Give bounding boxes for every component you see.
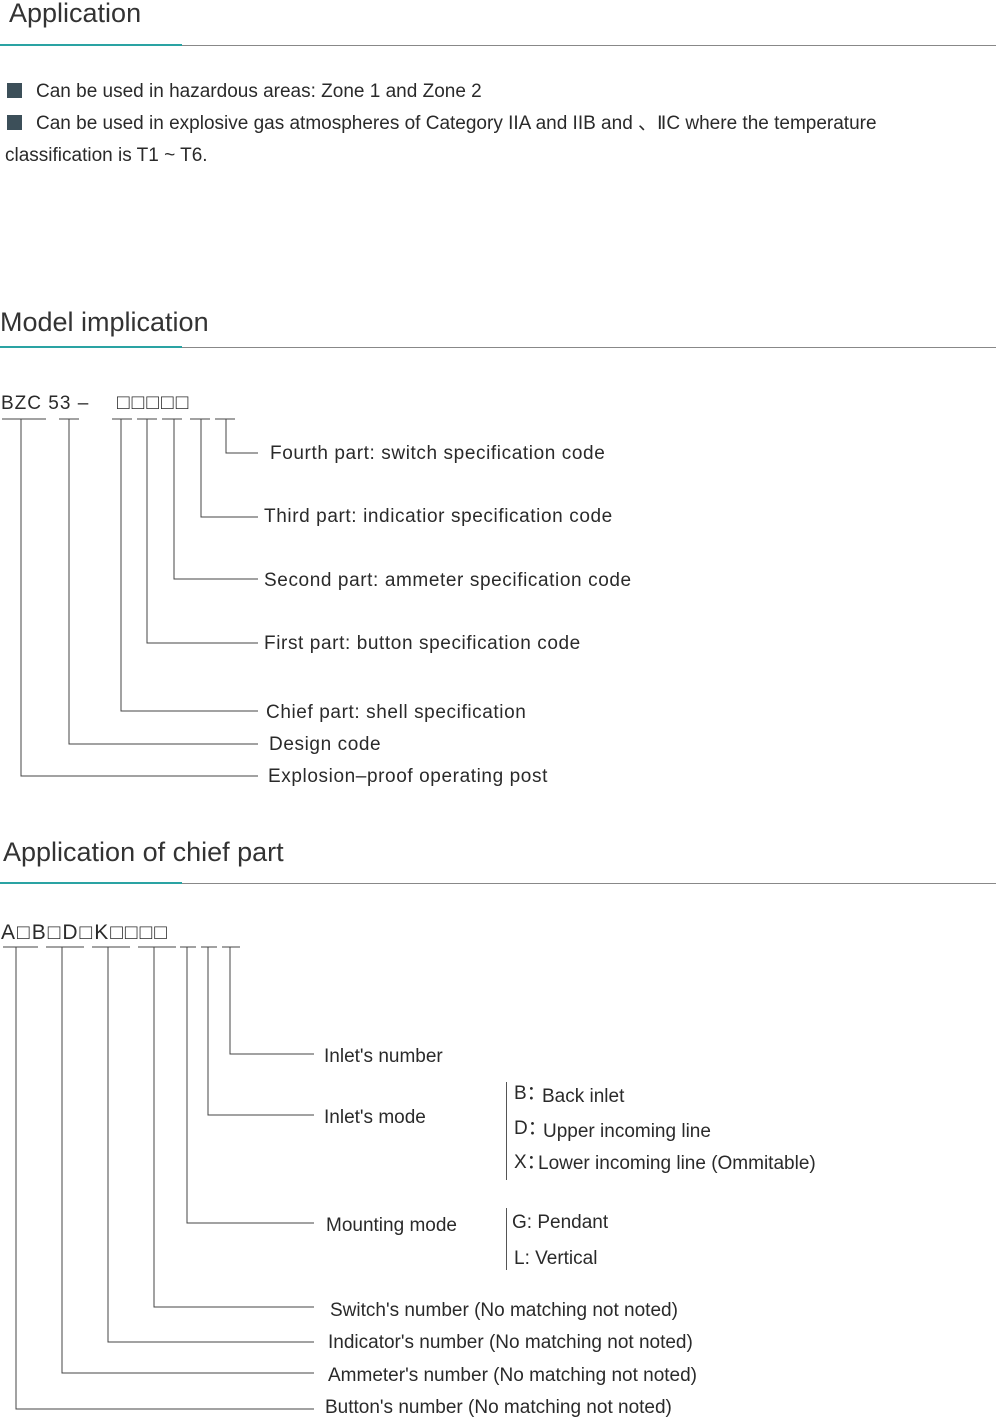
model-implication-divider — [0, 346, 996, 348]
label-chief-part: Chief part: shell specification — [266, 702, 527, 723]
chief-part-divider-accent — [0, 882, 182, 884]
inlet-option-b-value: Back inlet — [542, 1086, 625, 1107]
square-bullet-icon — [7, 115, 22, 130]
label-explosion-proof: Explosion–proof operating post — [268, 766, 548, 787]
model-code-boxes: □□□□□ — [117, 391, 191, 414]
label-inlet-mode: Inlet's mode — [324, 1107, 426, 1128]
application-title: Application — [9, 0, 142, 28]
inlet-option-d-value: Upper incoming line — [543, 1121, 711, 1142]
square-bullet-icon — [7, 83, 22, 98]
application-bullet-2-continued: classification is T1 ~ T6. — [5, 145, 208, 166]
chief-part-code: A□B□D□K□□□□ — [1, 921, 169, 944]
application-bullet-2-text: Can be used in explosive gas atmospheres… — [36, 113, 877, 134]
chief-part-divider — [0, 882, 996, 884]
application-divider-accent — [0, 44, 182, 46]
inlet-option-x-value: Lower incoming line (Ommitable) — [538, 1153, 816, 1174]
inlet-option-b-key: B： — [514, 1083, 546, 1104]
label-design-code: Design code — [269, 734, 382, 755]
mounting-option-vertical: L: Vertical — [514, 1248, 598, 1269]
label-third-part: Third part: indicatior specification cod… — [264, 506, 613, 527]
mounting-options-separator — [506, 1208, 507, 1270]
application-bullet-1-text: Can be used in hazardous areas: Zone 1 a… — [36, 81, 482, 102]
label-fourth-part: Fourth part: switch specification code — [270, 443, 606, 464]
label-first-part: First part: button specification code — [264, 633, 581, 654]
model-implication-divider-accent — [0, 346, 182, 348]
model-code-prefix: BZC 53 – — [1, 393, 90, 414]
model-implication-title: Model implication — [0, 307, 209, 337]
label-mounting-mode: Mounting mode — [326, 1215, 457, 1236]
label-inlet-number: Inlet's number — [324, 1046, 443, 1067]
application-bullet-2: Can be used in explosive gas atmospheres… — [7, 108, 877, 140]
label-button-number: Button's number (No matching not noted) — [325, 1397, 672, 1418]
chief-part-title: Application of chief part — [3, 837, 284, 867]
inlet-option-x-key: X： — [514, 1152, 546, 1173]
label-second-part: Second part: ammeter specification code — [264, 570, 632, 591]
label-indicator-number: Indicator's number (No matching not note… — [328, 1332, 693, 1353]
label-switch-number: Switch's number (No matching not noted) — [330, 1300, 678, 1321]
application-bullet-1: Can be used in hazardous areas: Zone 1 a… — [7, 76, 482, 108]
application-divider — [0, 44, 996, 46]
inlet-option-d-key: D： — [514, 1118, 547, 1139]
label-ammeter-number: Ammeter's number (No matching not noted) — [328, 1365, 698, 1386]
mounting-option-pendant: G: Pendant — [512, 1212, 609, 1233]
inlet-options-separator — [506, 1082, 507, 1180]
